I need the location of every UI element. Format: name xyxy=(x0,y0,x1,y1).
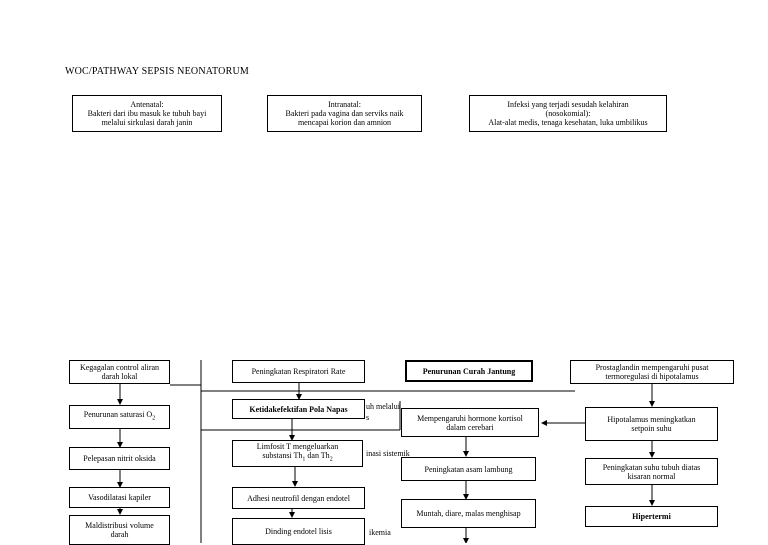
penurunan-curah-box: Penurunan Curah Jantung xyxy=(405,360,533,382)
peningkatan-suhu-box: Peningkatan suhu tubuh diatas kisaran no… xyxy=(585,458,718,485)
limfosit-sub-1: 1 xyxy=(302,456,306,463)
maldistribusi-box: Maldistribusi volume darah xyxy=(69,515,170,545)
antenatal-line-2: Bakteri dari ibu masuk ke tubuh bayi xyxy=(87,109,207,118)
adhesi-label: Adhesi neutrofil dengan endotel xyxy=(247,493,350,503)
hipotalamus-box: Hipotalamus meningkatkan setpoin suhu xyxy=(585,407,718,441)
intranatal-line-2: Bakteri pada vagina dan serviks naik xyxy=(285,109,404,118)
kegagalan-box: Kegagalan control aliran darah lokal xyxy=(69,360,170,384)
ketidakefektifan-box: Ketidakefektifan Pola Napas xyxy=(232,399,365,419)
kegagalan-line-1: Kegagalan control aliran xyxy=(79,363,160,372)
antenatal-box: Antenatal: Bakteri dari ibu masuk ke tub… xyxy=(72,95,222,132)
penurunan-saturasi-sub: 2 xyxy=(152,415,156,422)
hipotalamus-line-2: setpoin suhu xyxy=(631,424,672,433)
fragment-text-1: uh melalui xyxy=(366,402,400,411)
adhesi-box: Adhesi neutrofil dengan endotel xyxy=(232,487,365,509)
peningkatan-rr-box: Peningkatan Respiratori Rate xyxy=(232,360,365,383)
dinding-label: Dinding endotel lisis xyxy=(265,527,332,536)
peningkatan-rr-label: Peningkatan Respiratori Rate xyxy=(251,367,346,376)
pelepasan-label: Pelepasan nitrit oksida xyxy=(83,454,156,463)
intranatal-line-1: Intranatal: xyxy=(328,100,361,109)
peningkatan-suhu-line-2: kisaran normal xyxy=(627,471,676,481)
mempengaruhi-line-2: dalam cerebari xyxy=(446,422,494,432)
diagram-title: WOC/PATHWAY SEPSIS NEONATORUM xyxy=(65,66,249,77)
peningkatan-suhu-line-1: Peningkatan suhu tubuh diatas xyxy=(602,462,701,472)
muntah-box: Muntah, diare, malas menghisap xyxy=(401,499,536,528)
antenatal-line-1: Antenatal: xyxy=(130,100,164,109)
pelepasan-box: Pelepasan nitrit oksida xyxy=(69,447,170,470)
limfosit-line-2: substansi Th xyxy=(262,451,303,461)
penurunan-curah-label: Penurunan Curah Jantung xyxy=(422,366,516,376)
prostaglandin-box: Prostaglandin mempengaruhi pusat termore… xyxy=(570,360,734,384)
infeksi-line-3: Alat-alat medis, tenaga kesehatan, luka … xyxy=(488,118,648,127)
infeksi-line-1: Infeksi yang terjadi sesudah kelahiran xyxy=(507,100,629,109)
fragment-text-3: inasi sistemik xyxy=(366,449,410,458)
maldistribusi-line-1: Maldistribusi volume xyxy=(85,521,154,530)
prostaglandin-line-2: termoregulasi di hipotalamus xyxy=(605,372,699,381)
infeksi-box: Infeksi yang terjadi sesudah kelahiran (… xyxy=(469,95,667,132)
limfosit-mid: dan Th xyxy=(305,451,330,461)
limfosit-box: Limfosit T mengeluarkan substansi Th1 da… xyxy=(232,440,363,467)
penurunan-saturasi-label: Penurunan saturasi O xyxy=(83,410,153,420)
mempengaruhi-box: Mempengaruhi hormone kortisol dalam cere… xyxy=(401,408,539,437)
peningkatan-asam-label: Peningkatan asam lambung xyxy=(424,464,513,474)
limfosit-sub-2: 2 xyxy=(329,456,333,463)
intranatal-line-3: mencapai korion dan amnion xyxy=(297,118,392,127)
antenatal-line-3: melalui sirkulasi darah janin xyxy=(101,118,193,127)
limfosit-line-1: Limfosit T mengeluarkan xyxy=(256,442,339,452)
infeksi-line-2: (nosokomial): xyxy=(545,109,591,118)
fragment-text-2: s xyxy=(366,413,370,422)
muntah-label: Muntah, diare, malas menghisap xyxy=(416,509,521,518)
dinding-box: Dinding endotel lisis xyxy=(232,518,365,545)
hipertermi-box: Hipertermi xyxy=(585,506,718,527)
penurunan-saturasi-box: Penurunan saturasi O2 xyxy=(69,405,170,429)
vasodilatasi-box: Vasodilatasi kapiler xyxy=(69,487,170,508)
hipotalamus-line-1: Hipotalamus meningkatkan xyxy=(607,415,696,424)
peningkatan-asam-box: Peningkatan asam lambung xyxy=(401,457,536,481)
maldistribusi-line-2: darah xyxy=(110,530,129,539)
mempengaruhi-line-1: Mempengaruhi hormone kortisol xyxy=(417,413,523,423)
hipertermi-label: Hipertermi xyxy=(632,512,671,521)
kegagalan-line-2: darah lokal xyxy=(101,372,138,381)
vasodilatasi-label: Vasodilatasi kapiler xyxy=(88,493,151,502)
fragment-text-4: ikemia xyxy=(369,528,391,537)
prostaglandin-line-1: Prostaglandin mempengaruhi pusat xyxy=(595,363,709,372)
intranatal-box: Intranatal: Bakteri pada vagina dan serv… xyxy=(267,95,422,132)
ketidakefektifan-label: Ketidakefektifan Pola Napas xyxy=(249,404,348,414)
